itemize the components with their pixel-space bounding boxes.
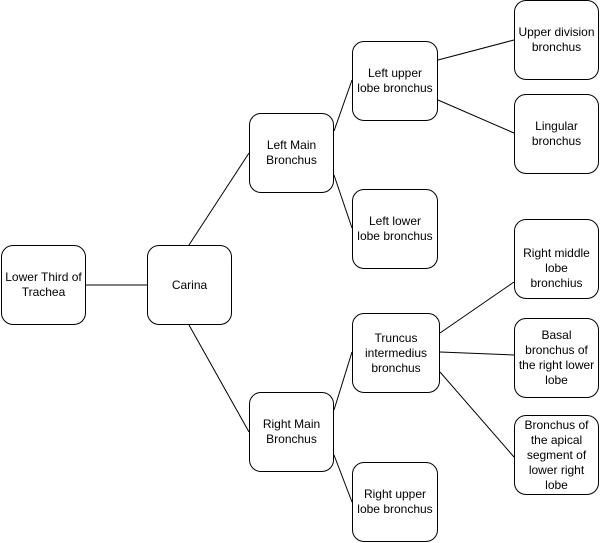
edge-left-upper-lingular: [437, 99, 515, 134]
edge-carina-left-main: [188, 152, 250, 246]
node-label: Bronchus of the apical segment of lower …: [524, 417, 589, 492]
node-label: Lower Third of Trachea: [5, 270, 82, 299]
node-label: Left Main Bronchus: [266, 138, 317, 167]
node-label: Right middle lobe bronchius: [523, 246, 590, 290]
edge-truncus-right-middle: [439, 281, 515, 334]
edge-truncus-apical: [439, 371, 515, 458]
edge-carina-right-main: [188, 324, 250, 433]
node-left-lower-lobe-bronchus: Left lower lobe bronchus: [352, 189, 438, 269]
edge-right-main-right-upper: [333, 454, 353, 503]
node-label: Left upper lobe bronchus: [357, 66, 433, 95]
node-right-main-bronchus: Right Main Bronchus: [249, 392, 334, 472]
node-apical-segment-bronchus: Bronchus of the apical segment of lower …: [514, 415, 599, 495]
node-label: Upper division bronchus: [518, 25, 595, 54]
node-basal-bronchus: Basal bronchus of the right lower lobe: [514, 318, 599, 398]
node-truncus-intermedius: Truncus intermedius bronchus: [352, 313, 440, 393]
node-upper-division-bronchus: Upper division bronchus: [514, 0, 599, 80]
node-label: Left lower lobe bronchus: [357, 214, 433, 243]
node-left-main-bronchus: Left Main Bronchus: [249, 113, 334, 193]
node-lingular-bronchus: Lingular bronchus: [514, 94, 599, 174]
node-carina: Carina: [147, 245, 232, 325]
node-left-upper-lobe-bronchus: Left upper lobe bronchus: [352, 41, 438, 121]
edge-right-main-truncus: [333, 351, 353, 411]
edge-truncus-basal: [439, 351, 515, 356]
node-label: Right Main Bronchus: [262, 417, 321, 446]
edge-left-main-left-upper: [333, 79, 353, 132]
node-label: Right upper lobe bronchus: [357, 487, 433, 516]
node-right-upper-lobe-bronchus: Right upper lobe bronchus: [352, 462, 438, 542]
node-right-middle-lobe-bronchus: Right middle lobe bronchius: [514, 219, 599, 299]
node-label: Carina: [171, 277, 208, 292]
node-lower-third-trachea: Lower Third of Trachea: [1, 245, 86, 325]
node-label: Lingular bronchus: [531, 119, 582, 148]
edge-left-upper-upper-division: [437, 39, 515, 61]
node-label: Basal bronchus of the right lower lobe: [518, 328, 595, 387]
edge-left-main-left-lower: [333, 174, 353, 229]
node-label: Truncus intermedius bronchus: [364, 330, 428, 375]
